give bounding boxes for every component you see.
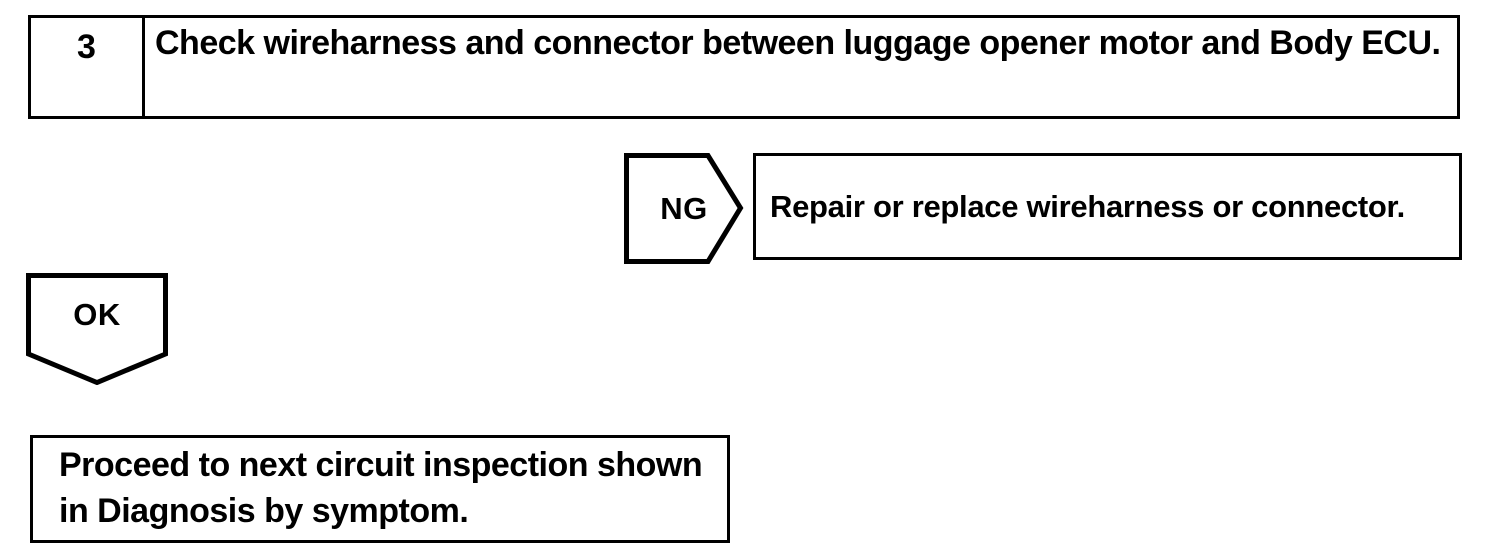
ng-result-text: Repair or replace wireharness or connect… xyxy=(770,188,1405,224)
step-number: 3 xyxy=(77,28,96,66)
ok-label: OK xyxy=(73,296,121,332)
ok-connector: OK xyxy=(26,273,168,385)
step-box: 3 Check wireharness and connector betwee… xyxy=(28,15,1460,119)
ok-pentagon-outline xyxy=(26,273,168,385)
ng-pentagon-icon xyxy=(624,153,744,264)
ng-label: NG xyxy=(660,190,708,226)
ng-pentagon-outline xyxy=(624,153,744,264)
ng-result-box: Repair or replace wireharness or connect… xyxy=(753,153,1462,260)
step-number-cell: 3 xyxy=(31,18,145,116)
ng-connector: NG xyxy=(624,153,744,264)
step-instruction: Check wireharness and connector between … xyxy=(155,24,1441,62)
ok-pentagon-icon xyxy=(26,273,168,385)
ok-result-box: Proceed to next circuit inspection shown… xyxy=(30,435,730,543)
